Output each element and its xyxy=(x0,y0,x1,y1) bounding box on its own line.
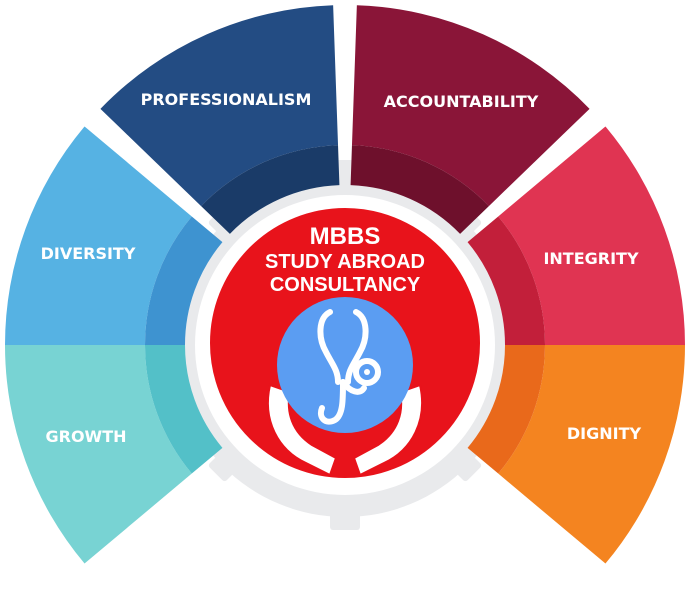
segment-dignity: DIGNITY xyxy=(467,345,685,564)
segment-label: ACCOUNTABILITY xyxy=(384,92,539,111)
segment-inner-band xyxy=(467,216,545,345)
segment-band xyxy=(100,5,339,207)
segment-band xyxy=(498,126,685,345)
segment-professionalism: PROFESSIONALISM xyxy=(100,5,340,234)
segment-inner-band xyxy=(467,345,545,474)
brand-line-3: CONSULTANCY xyxy=(270,274,421,296)
segment-inner-band xyxy=(145,345,223,474)
segment-diversity: DIVERSITY xyxy=(5,126,223,345)
brand-line-1: MBBS xyxy=(310,223,381,250)
segment-label: DIVERSITY xyxy=(41,244,136,263)
segment-band xyxy=(351,5,590,207)
center-badge: MBBS STUDY ABROAD CONSULTANCY xyxy=(206,204,484,482)
emblem-circle xyxy=(277,297,413,433)
segment-inner-band xyxy=(145,216,223,345)
segment-label: PROFESSIONALISM xyxy=(141,90,312,109)
segment-inner-band xyxy=(350,145,489,234)
segment-growth: GROWTH xyxy=(5,345,223,564)
segment-integrity: INTEGRITY xyxy=(467,126,685,345)
segment-band xyxy=(5,345,192,564)
segment-label: DIGNITY xyxy=(567,424,642,443)
segment-band xyxy=(5,126,192,345)
segment-label: INTEGRITY xyxy=(543,249,639,268)
segment-inner-band xyxy=(201,145,340,234)
brand-line-2: STUDY ABROAD xyxy=(265,251,425,273)
segment-accountability: ACCOUNTABILITY xyxy=(350,5,590,234)
segment-band xyxy=(498,345,685,564)
segment-label: GROWTH xyxy=(45,427,126,446)
stethoscope-in-hands-icon xyxy=(266,297,424,477)
